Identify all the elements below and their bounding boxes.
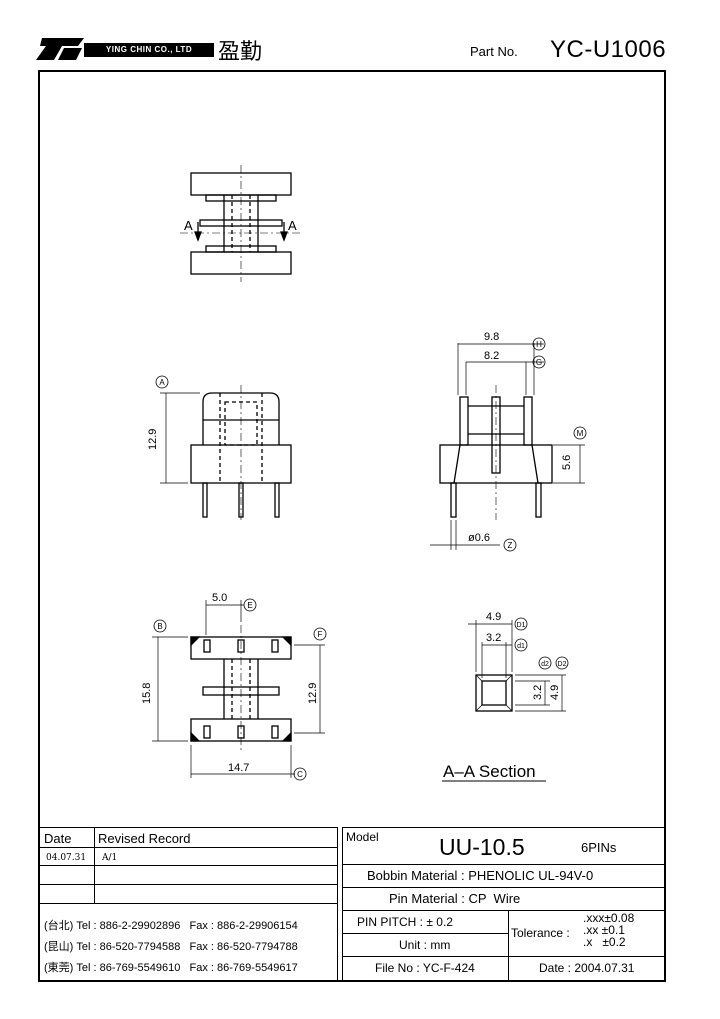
dim-5-6: 5.6 <box>561 455 573 470</box>
contact-location: (台北) <box>44 920 74 932</box>
ref-z: Z <box>508 541 513 550</box>
dim-8-2: 8.2 <box>484 350 499 362</box>
company-logo-mark <box>36 38 84 60</box>
bottom-view <box>152 598 327 781</box>
contact-row-kunshan: (昆山) Tel : 86-520-7794588 Fax : 86-520-7… <box>44 938 298 954</box>
ref-g: G <box>536 358 542 367</box>
section-view <box>442 617 569 782</box>
tolerance-label: Tolerance : <box>511 926 570 940</box>
revision-block: Date Revised Record 04.07.31 A/1 (台北) Te… <box>40 827 338 981</box>
date-row: Date : 2004.07.31 <box>539 961 634 975</box>
date-value: 2004.07.31 <box>574 961 635 975</box>
contact-location: (東莞) <box>44 962 74 974</box>
spec-block: Model UU-10.5 6PINs Bobbin Material : PH… <box>342 827 665 981</box>
revision-date-header: Date <box>44 831 72 846</box>
dim-14-7: 14.7 <box>228 762 249 774</box>
contact-fax: Fax : 86-769-5549617 <box>189 962 298 974</box>
dim-5-0: 5.0 <box>212 592 227 604</box>
unit-row: Unit : mm <box>399 938 450 952</box>
dim-3-2-top: 3.2 <box>486 632 501 644</box>
tolerance-xxx: .xxx±0.08 <box>583 911 635 925</box>
contact-row-taipei: (台北) Tel : 886-2-29902896 Fax : 886-2-29… <box>44 917 298 933</box>
part-number-label: Part No. <box>470 44 518 59</box>
section-marker-right: A <box>288 218 297 233</box>
ref-e: E <box>247 601 252 610</box>
dim-12-9-bottom: 12.9 <box>307 683 319 704</box>
unit-value: mm <box>430 938 451 952</box>
pin-material-value: CP Wire <box>468 891 521 906</box>
date-label: Date : <box>539 961 572 975</box>
ref-b: B <box>157 622 162 631</box>
dim-9-8: 9.8 <box>484 331 499 343</box>
tolerance-xx: .xx ±0.1 <box>583 923 625 937</box>
section-title: A–A Section <box>443 762 536 781</box>
tolerance-x: .x ±0.2 <box>583 935 626 949</box>
file-number-label: File No : <box>375 961 420 975</box>
pin-count: 6PINs <box>581 840 617 855</box>
ref-a: A <box>159 378 165 387</box>
dim-15-8: 15.8 <box>141 683 153 704</box>
pin-material-row: Pin Material : CP Wire <box>389 891 520 906</box>
model-value: UU-10.5 <box>439 834 525 860</box>
ref-h: H <box>536 340 542 349</box>
ref-d2-upper: D2 <box>558 661 567 668</box>
unit-label: Unit : <box>399 938 428 952</box>
brand-chinese: 盈勤 <box>218 40 263 65</box>
front-view <box>155 375 292 520</box>
top-view <box>180 165 302 282</box>
bobbin-material-row: Bobbin Material : PHENOLIC UL-94V-0 <box>367 868 593 883</box>
ref-d2-lower: d2 <box>541 661 549 668</box>
part-number: YC-U1006 <box>550 36 667 63</box>
contact-row-dongguan: (東莞) Tel : 86-769-5549610 Fax : 86-769-5… <box>44 959 298 975</box>
pin-pitch-row: PIN PITCH : ± 0.2 <box>357 915 453 929</box>
revision-row-record: A/1 <box>102 853 118 863</box>
side-view <box>430 337 587 552</box>
contact-tel: Tel : 886-2-29902896 <box>76 920 181 932</box>
pin-material-label: Pin Material : <box>389 891 465 906</box>
dim-0-6: ø0.6 <box>468 532 490 544</box>
company-name: YING CHIN CO., LTD <box>84 43 214 57</box>
bobbin-material-value: PHENOLIC UL-94V-0 <box>468 868 594 883</box>
contact-tel: Tel : 86-769-5549610 <box>76 962 181 974</box>
revision-row-date: 04.07.31 <box>46 853 87 863</box>
dim-3-2-side: 3.2 <box>532 685 544 700</box>
contact-tel: Tel : 86-520-7794588 <box>76 941 181 953</box>
ref-f: F <box>318 630 323 639</box>
tolerance-values: .xxx±0.08 .xx ±0.1 .x ±0.2 <box>583 912 634 948</box>
drawing-frame <box>38 70 666 982</box>
contact-location: (昆山) <box>44 941 74 953</box>
section-marker-left: A <box>184 218 193 233</box>
contact-fax: Fax : 886-2-29906154 <box>189 920 298 932</box>
file-number-row: File No : YC-F-424 <box>375 961 475 975</box>
dim-12-9-side: 12.9 <box>147 429 159 450</box>
ref-d1-upper: D1 <box>517 622 526 629</box>
file-number-value: YC-F-424 <box>422 961 475 975</box>
ref-c: C <box>297 770 303 779</box>
model-label: Model <box>346 830 379 844</box>
contact-fax: Fax : 86-520-7794788 <box>189 941 298 953</box>
pin-pitch-label: PIN PITCH : <box>357 915 424 929</box>
pin-pitch-value: ± 0.2 <box>426 915 453 929</box>
dim-4-9-side: 4.9 <box>549 685 561 700</box>
technical-drawing: A A 9.8 8.2 5.6 12.9 ø0.6 5.0 15.8 12.9 … <box>141 165 587 782</box>
revision-record-header: Revised Record <box>98 831 191 846</box>
dim-4-9-top: 4.9 <box>486 611 501 623</box>
ref-d1-lower: d1 <box>517 643 525 650</box>
ref-m: M <box>577 429 584 438</box>
bobbin-material-label: Bobbin Material : <box>367 868 465 883</box>
